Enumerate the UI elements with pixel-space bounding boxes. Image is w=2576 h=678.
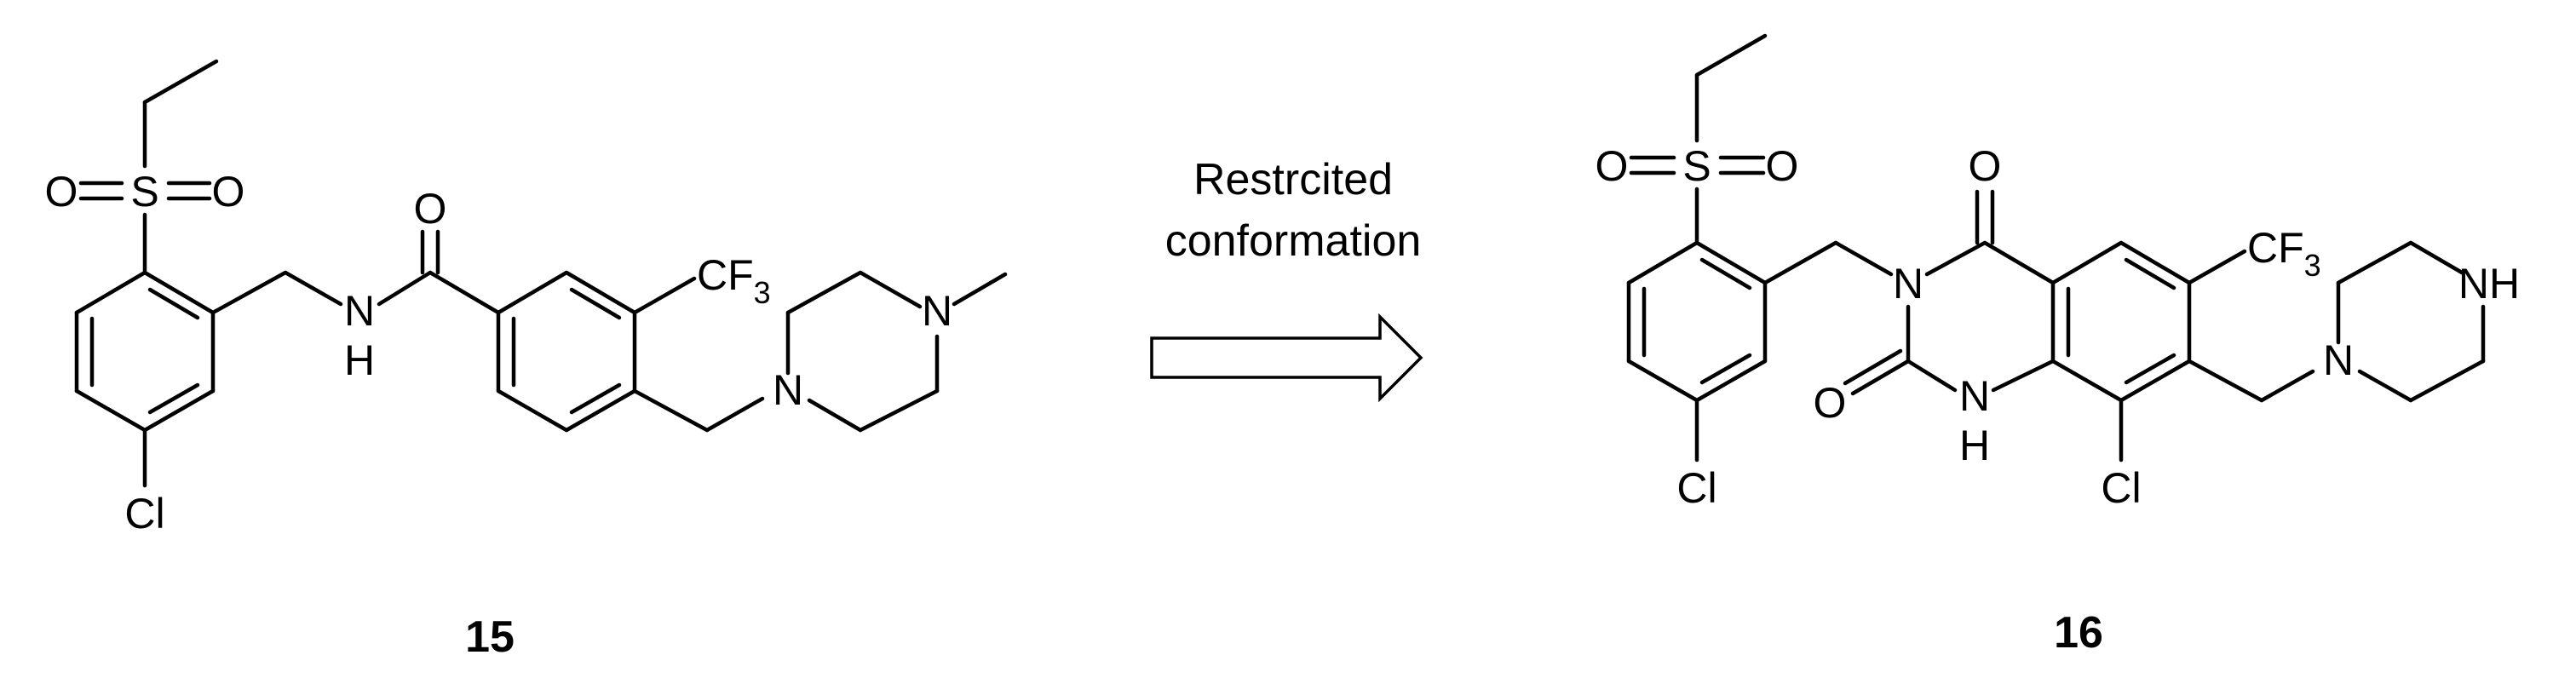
compound-16-chlorine-left: Cl [1676,464,1716,512]
compound-16-cf3-group: CF3 [2247,224,2321,283]
compound-15-sulfonyl-oxygen-left: O [45,168,78,215]
compound-16-bonds [1626,33,2486,463]
compound-16-label: 16 [2054,608,2103,658]
compound-16-piperazine-nh: NH [2458,260,2520,307]
compound-15-chlorine: Cl [124,490,164,537]
compound-15-structure: O S O O N H CF3 N N Cl 15 [45,59,1008,662]
compound-15-sulfur: S [130,168,158,215]
compound-16-carbonyl-oxygen-top: O [1969,142,2002,190]
compound-15-cf3-group: CF3 [697,251,771,310]
compound-15-piperazine-nitrogen-lower: N [773,366,803,414]
compound-15-bonds [74,59,1008,488]
compound-15-amide-oxygen: O [414,185,447,233]
hollow-arrow-shape [1150,313,1423,403]
reaction-arrow: Restrcited conformation [1150,155,1423,403]
compound-15-amide-nitrogen: N [344,287,375,335]
compound-15-sulfonyl-oxygen-right: O [212,168,245,215]
arrow-caption-line-2: conformation [1165,216,1422,266]
compound-16-piperazine-nitrogen: N [2323,336,2354,384]
compound-15-label: 15 [465,612,515,662]
compound-16-structure: O S O O N O N H CF3 NH N Cl Cl 16 [1596,33,2521,658]
compound-15-amide-hydrogen: H [344,336,375,384]
compound-16-chlorine-right: Cl [2101,464,2141,512]
compound-15-piperazine-nitrogen-upper: N [922,287,952,335]
compound-16-sulfonyl-oxygen-left: O [1596,142,1629,190]
compound-15-atom-labels: O S O O N H CF3 N N Cl [45,168,953,537]
compound-16-ring-n1-hydrogen: H [1959,422,1990,469]
compound-16-ring-nitrogen-n3: N [1893,260,1923,307]
compound-16-atom-labels: O S O O N O N H CF3 NH N Cl Cl [1596,142,2521,512]
compound-16-sulfur: S [1682,142,1711,190]
compound-16-carbonyl-oxygen-left: O [1814,379,1847,427]
compound-16-ring-nitrogen-n1: N [1959,372,1990,420]
compound-16-sulfonyl-oxygen-right: O [1766,142,1799,190]
arrow-caption-line-1: Restrcited [1193,155,1393,204]
